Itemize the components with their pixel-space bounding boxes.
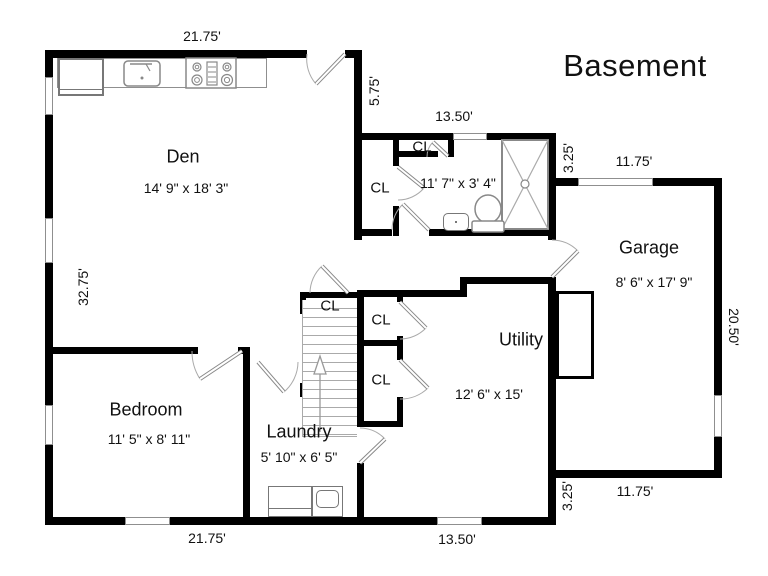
wall-closet-right-mid xyxy=(397,336,403,360)
wall-leftcl-stub-top xyxy=(393,140,399,166)
wall-bottom-main xyxy=(45,517,556,525)
dim-jog-bottom: 3.25' xyxy=(559,481,575,511)
window-den-left-upper xyxy=(45,77,53,115)
wall-garage-left-upper xyxy=(548,133,556,240)
door-utility-closet-top xyxy=(398,300,428,340)
wall-stairs-right xyxy=(357,292,364,427)
wall-closet-bottom xyxy=(357,421,403,427)
wall-utility-top-right xyxy=(460,277,556,284)
washer-line xyxy=(269,508,311,509)
room-dims-laundry: 5' 10" x 6' 5" xyxy=(260,449,338,465)
door-bathroom-entry xyxy=(391,202,431,232)
closet-label-stairs: CL xyxy=(320,297,340,315)
room-label-utility: Utility xyxy=(499,329,543,350)
dim-garage-top: 11.75' xyxy=(615,153,653,169)
window-garage-right xyxy=(714,395,722,437)
wall-laundry-right xyxy=(357,463,364,525)
door-utility-closet-bottom xyxy=(398,358,430,400)
wall-closet-right-bot xyxy=(397,397,403,427)
wall-garage-bottom xyxy=(548,470,722,478)
closet-label-bath-top: CL xyxy=(412,138,432,156)
window-garage-top xyxy=(578,178,653,186)
window-bedroom-left xyxy=(45,405,53,445)
room-label-den: Den xyxy=(166,146,200,167)
door-garage-entry xyxy=(550,239,580,279)
washer xyxy=(268,486,312,517)
door-hallway xyxy=(309,264,350,295)
closet-label-utility-top: CL xyxy=(371,311,391,329)
furnace-chase xyxy=(556,291,594,379)
wall-utility-top-left xyxy=(357,290,467,297)
dim-jog-top: 3.25' xyxy=(560,143,576,173)
room-label-garage: Garage xyxy=(618,237,680,258)
dim-left: 32.75' xyxy=(75,268,91,306)
room-dims-garage: 8' 6" x 17' 9" xyxy=(615,274,693,290)
room-dims-bathroom: 11' 7" x 3' 4" xyxy=(420,175,496,191)
wall-utility-right xyxy=(548,277,556,525)
stove xyxy=(185,57,237,89)
room-label-bedroom: Bedroom xyxy=(109,399,183,420)
wall-closet-right-top xyxy=(397,292,403,302)
dim-bottom-left: 21.75' xyxy=(188,530,226,546)
closet-label-bath-left: CL xyxy=(370,179,390,197)
window-bedroom-bottom xyxy=(125,517,170,525)
wall-den-top-right xyxy=(345,50,362,58)
door-bedroom xyxy=(191,349,244,381)
wall-leftcl-stub-bot xyxy=(393,206,399,236)
door-laundry-hall xyxy=(256,360,299,394)
room-dims-den: 14' 9" x 18' 3" xyxy=(143,180,229,196)
wall-bedroom-top xyxy=(45,347,198,354)
page-title: Basement xyxy=(563,48,707,83)
wall-closet-divider xyxy=(357,340,403,346)
wall-left-exterior xyxy=(45,50,53,525)
room-dims-utility: 12' 6" x 15' xyxy=(455,386,523,402)
wall-den-top-left xyxy=(45,50,307,58)
dim-den-right: 5.75' xyxy=(366,76,382,106)
wall-bedroom-right xyxy=(243,347,250,525)
door-left-closet xyxy=(396,165,426,201)
wall-utility-jog xyxy=(460,277,467,297)
dryer-door xyxy=(316,490,339,508)
window-utility-bottom xyxy=(437,517,482,525)
dim-bath-top: 13.50' xyxy=(435,108,473,124)
dim-bottom-mid: 13.50' xyxy=(438,531,476,547)
bathroom-sink-drain xyxy=(455,221,457,223)
door-top-closet xyxy=(426,140,450,158)
room-dims-bedroom: 11' 5" x 8' 11" xyxy=(107,431,191,447)
wall-topcl-bottom xyxy=(393,151,438,157)
staircase xyxy=(302,300,357,437)
dim-garage-right: 20.50' xyxy=(726,308,742,346)
stairs-up-arrow xyxy=(313,353,327,432)
wall-bath-bottom-west xyxy=(354,229,392,236)
window-bath-top xyxy=(453,133,487,140)
toilet xyxy=(471,194,505,233)
wall-topcl-right xyxy=(448,133,454,157)
dim-top: 21.75' xyxy=(183,28,221,44)
door-laundry xyxy=(358,427,387,465)
wall-garage-right xyxy=(714,178,722,478)
shower xyxy=(501,139,549,230)
refrigerator-line xyxy=(60,89,102,90)
wall-den-right xyxy=(354,50,362,240)
kitchen-sink xyxy=(123,60,161,87)
door-den-entry xyxy=(306,52,347,86)
wall-stairs-top xyxy=(300,292,364,298)
window-den-left-lower xyxy=(45,218,53,263)
closet-label-utility-bot: CL xyxy=(371,371,391,389)
room-label-laundry: Laundry xyxy=(266,421,332,442)
dim-garage-bottom: 11.75' xyxy=(616,483,654,499)
